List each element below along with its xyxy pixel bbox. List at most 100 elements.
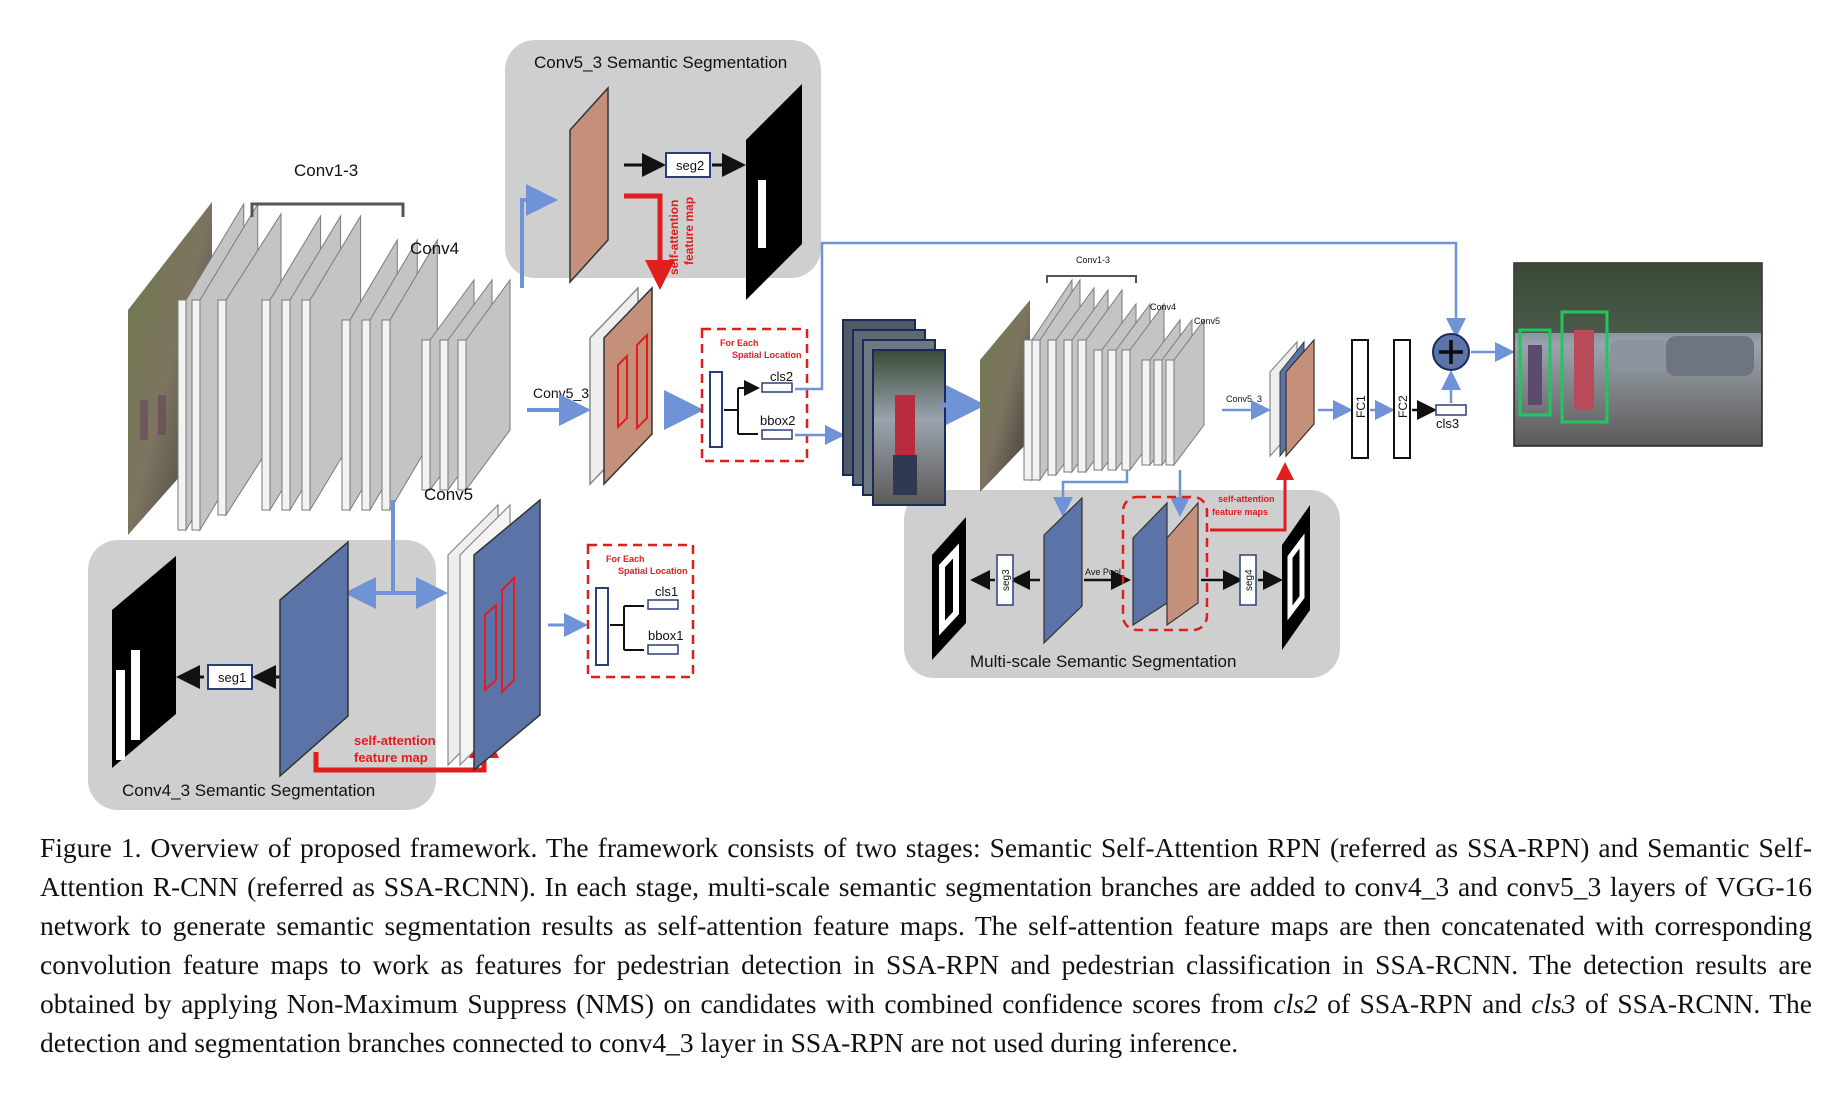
conv4-label: Conv4 — [410, 239, 459, 258]
rpn-conv4-concat-blue — [473, 498, 541, 772]
bbox1-box — [647, 644, 679, 655]
pooled-tan-feature — [1166, 501, 1199, 627]
rcnn-layer-9-front — [1141, 359, 1151, 466]
conv5-label: Conv5 — [424, 485, 473, 504]
multi-scale-title: Multi-scale Semantic Segmentation — [970, 652, 1236, 671]
top-self-attention-arrow — [624, 193, 675, 290]
rpn-head-conv5 — [700, 327, 809, 463]
ave-pool-dashed-box — [1121, 495, 1209, 632]
rcnn-conv5-label: Conv5 — [1194, 316, 1220, 326]
bbox2-label: bbox2 — [760, 413, 795, 428]
rpn-attention-box-2 — [636, 332, 648, 431]
backbone-layer-6-front — [301, 299, 311, 511]
conv1-3-brace — [250, 202, 405, 217]
seg2-box — [665, 152, 711, 178]
rcnn-conv4-label: Conv4 — [1150, 302, 1176, 312]
multi-scale-blue-feature — [1043, 496, 1083, 645]
backbone-layer-12-front — [457, 339, 467, 491]
backbone-layer-1-front — [177, 299, 187, 531]
top-self-attention-label: self-attention feature map — [667, 197, 696, 275]
rcnn-conv4-down-arrow — [1053, 470, 1129, 517]
seg3-box — [996, 554, 1014, 606]
rcnn-conv1-3-label: Conv1-3 — [1076, 255, 1110, 265]
conv5-3-tan-feature — [569, 86, 609, 284]
seg2-label: seg2 — [676, 158, 704, 173]
rcnn-concat-tan — [1285, 338, 1315, 458]
rpn-head-conv4 — [586, 543, 695, 679]
seg1-box — [207, 664, 253, 690]
rcnn-layer-2-front — [1031, 339, 1041, 481]
bottom-panel-title: Conv4_3 Semantic Segmentation — [122, 781, 375, 800]
cls1-label: cls1 — [655, 584, 678, 599]
multi-scale-self-attention-label-2: feature maps — [1212, 507, 1268, 517]
svg-text:self-attention: self-attention — [667, 200, 681, 275]
rcnn-layer-4-front — [1063, 339, 1073, 473]
cls3-box — [1435, 404, 1467, 416]
rcnn-layer-7-front — [1107, 349, 1117, 471]
cls2-box — [761, 382, 793, 393]
rcnn-layer-3-front — [1047, 339, 1057, 476]
rpn-head-conv4-spatial: Spatial Location — [618, 566, 688, 576]
seg4-label: seg4 — [1244, 569, 1255, 591]
backbone-layer-7-front — [341, 319, 351, 511]
seg1-mask — [112, 556, 176, 768]
rcnn-conv1-3-brace — [1046, 275, 1137, 283]
rcnn-conv-stack — [1023, 278, 1205, 482]
backbone-layer-8-front — [361, 319, 371, 511]
proposal-crops — [842, 319, 946, 506]
framework-diagram: Conv1-3 Conv4 Conv5 Conv5_3 Conv5_3 Sema… — [88, 40, 1763, 810]
cls2-label: cls2 — [770, 369, 793, 384]
rpn-attention-box-1 — [617, 353, 628, 430]
backbone-layer-4-front — [261, 299, 271, 511]
rpn-head-conv4-tree — [610, 605, 644, 651]
multi-scale-self-attention-arrow — [1210, 462, 1294, 532]
backbone-layer-9-front — [381, 319, 391, 511]
rcnn-layer-6-front — [1093, 349, 1103, 471]
conv4-3-blue-feature — [279, 540, 349, 778]
backbone-layer-3-front — [217, 299, 227, 516]
rpn-conv4-attention-box-1 — [484, 602, 497, 693]
rpn-conv4-attention-box-2 — [501, 575, 515, 695]
rpn-head-conv4-bar — [595, 587, 609, 666]
svg-text:feature map: feature map — [682, 197, 696, 265]
rcnn-layer-5-front — [1077, 339, 1087, 473]
cls1-box — [647, 599, 679, 610]
conv1-3-label: Conv1-3 — [294, 161, 358, 180]
seg4-box — [1239, 554, 1257, 606]
fc2-box — [1393, 339, 1411, 459]
cls2-to-plus-arrow — [795, 241, 1466, 391]
seg2-mask-person — [758, 180, 766, 248]
fc1-box — [1351, 339, 1369, 459]
rcnn-input-crop — [980, 300, 1030, 492]
bbox1-label: bbox1 — [648, 628, 683, 643]
ave-pool-label: Ave Pool — [1085, 567, 1121, 577]
bottom-self-attention-label-1: self-attention — [354, 733, 436, 748]
rpn-head-conv5-for-each: For Each — [720, 338, 759, 348]
rpn-head-conv5-bar — [709, 371, 723, 448]
fc1-label: FC1 — [1354, 395, 1368, 418]
rcnn-layer-8-front — [1121, 349, 1131, 471]
rcnn-layer-1-front — [1023, 339, 1033, 481]
top-panel-title: Conv5_3 Semantic Segmentation — [534, 53, 787, 72]
backbone-layer-2-front — [191, 299, 201, 531]
rpn-head-conv5-spatial: Spatial Location — [732, 350, 802, 360]
figure-caption: Figure 1. Overview of proposed framework… — [40, 832, 1812, 1058]
input-image-pedestrians — [140, 395, 166, 440]
fc2-label: FC2 — [1396, 395, 1410, 418]
bottom-self-attention-label-2: feature map — [354, 750, 428, 765]
seg1-mask-person-2 — [131, 650, 140, 740]
conv5-3-label: Conv5_3 — [533, 385, 589, 401]
rpn-head-conv4-for-each: For Each — [606, 554, 645, 564]
bbox2-box — [761, 429, 793, 440]
backbone-conv-stack — [177, 202, 511, 532]
rpn-head-conv5-tree — [724, 387, 758, 435]
cls3-label: cls3 — [1436, 416, 1459, 431]
rcnn-layer-10-front — [1153, 359, 1163, 466]
backbone-layer-5-front — [281, 299, 291, 511]
seg3-label: seg3 — [1001, 569, 1012, 591]
backbone-layer-10-front — [421, 339, 431, 491]
rcnn-conv5-3-label: Conv5_3 — [1226, 394, 1262, 404]
output-detection-image — [1513, 262, 1763, 447]
rcnn-layer-11-front — [1165, 359, 1175, 466]
to-top-seg-arrow — [520, 184, 558, 288]
